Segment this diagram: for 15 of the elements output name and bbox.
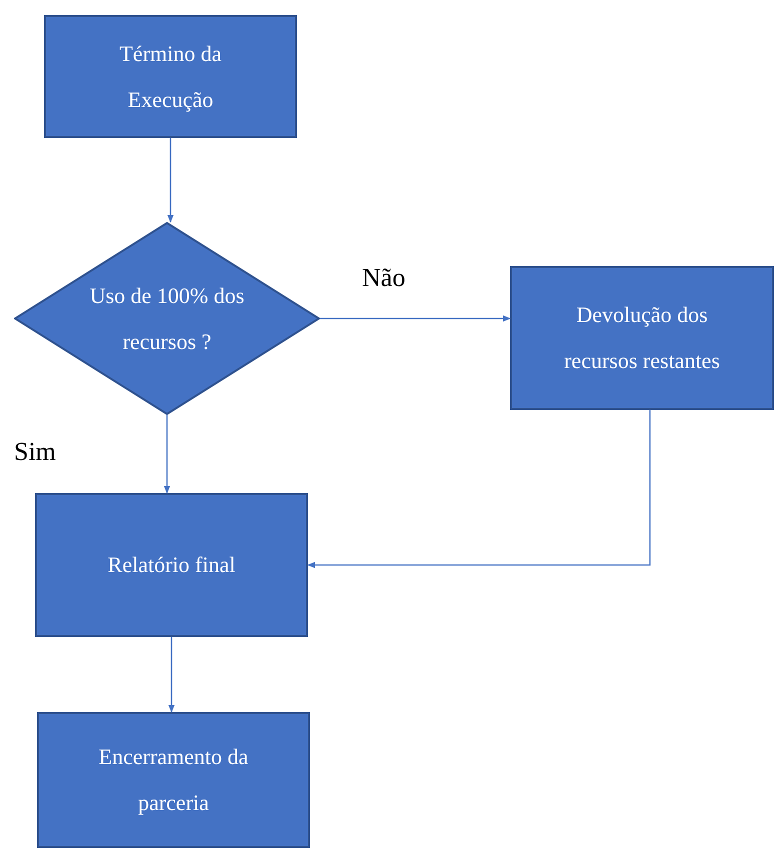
arrow [320, 315, 511, 322]
node-text: Relatório final [108, 551, 236, 579]
node-text: Devolução dos recursos restantes [563, 301, 721, 375]
node-text: Encerramento da parceria [98, 743, 250, 817]
arrow [168, 637, 175, 713]
process-box [510, 266, 774, 410]
node-text: Término da Execução [118, 40, 223, 114]
process-box [35, 493, 308, 637]
arrow [167, 138, 174, 223]
process-box [44, 15, 297, 138]
arrow [164, 415, 170, 494]
node-text: Uso de 100% dos recursos ? [88, 282, 246, 356]
arrow [307, 410, 651, 568]
process-box [37, 712, 310, 848]
decision-diamond [14, 222, 320, 415]
